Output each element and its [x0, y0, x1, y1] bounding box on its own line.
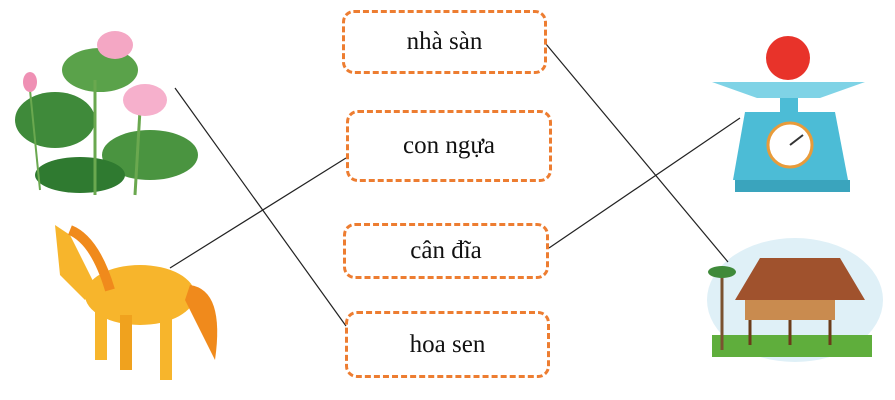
- word-label: con ngựa: [403, 132, 495, 159]
- scale-image[interactable]: [712, 36, 865, 192]
- horse-image[interactable]: [55, 225, 218, 380]
- stilt-house-image[interactable]: [707, 238, 883, 362]
- line-can-dia-scale: [548, 117, 741, 249]
- line-horse-con-ngua: [169, 157, 347, 269]
- word-box-nha-san[interactable]: nhà sàn: [342, 10, 547, 74]
- line-lotus-hoa-sen: [174, 87, 347, 327]
- lotus-image[interactable]: [15, 31, 198, 196]
- word-label: nhà sàn: [406, 28, 483, 55]
- word-box-hoa-sen[interactable]: hoa sen: [345, 311, 550, 378]
- line-nha-san-house: [545, 43, 729, 263]
- word-box-con-ngua[interactable]: con ngựa: [346, 110, 552, 182]
- match-lines: [169, 43, 741, 327]
- word-box-can-dia[interactable]: cân đĩa: [343, 223, 549, 279]
- word-label: hoa sen: [409, 330, 486, 358]
- word-label: cân đĩa: [410, 237, 482, 264]
